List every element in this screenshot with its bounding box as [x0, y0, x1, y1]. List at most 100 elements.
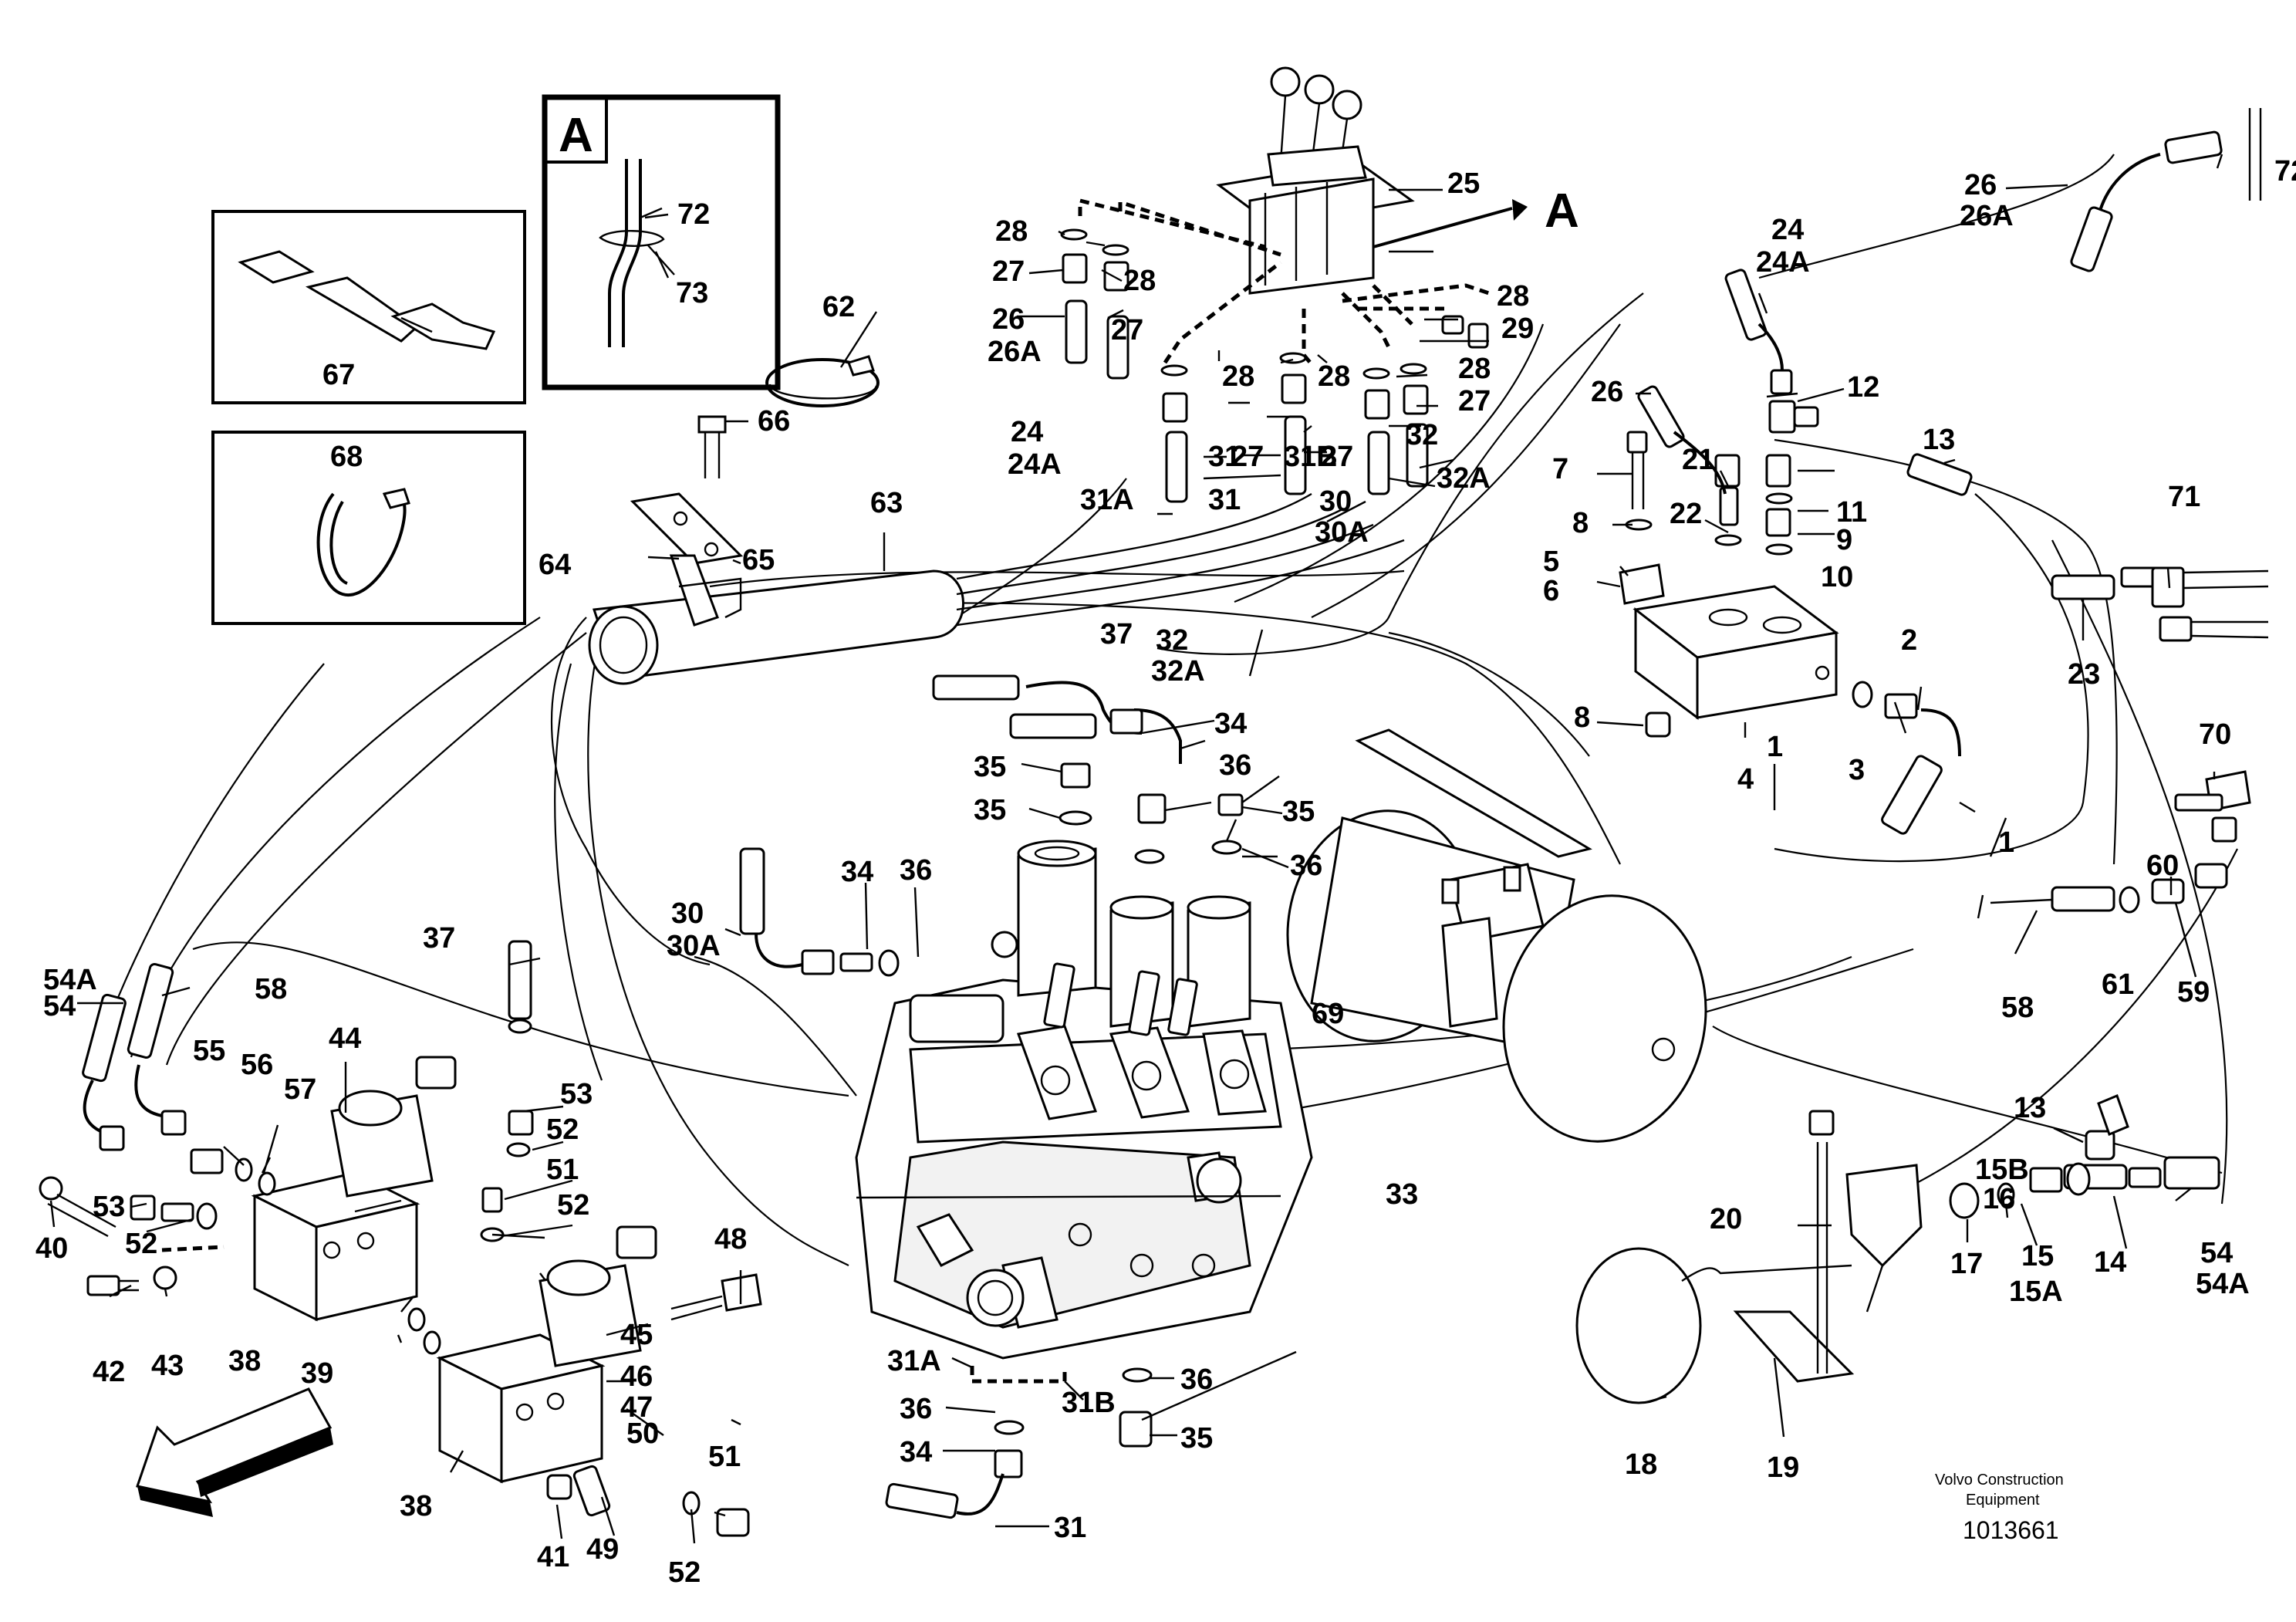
- callout-32: 32: [1156, 624, 1188, 657]
- callout-12: 12: [1847, 371, 1879, 404]
- callout-31b: 31B: [1062, 1387, 1116, 1419]
- callout-16: 16: [1983, 1183, 2015, 1215]
- pedal-valve-69: [1286, 728, 1707, 1143]
- callout-68: 68: [330, 441, 363, 473]
- callout-34: 34: [900, 1436, 932, 1468]
- callout-21: 21: [1682, 444, 1714, 476]
- callout-29: 29: [1501, 313, 1534, 345]
- drawing-number: 1013661: [1963, 1516, 2059, 1544]
- callout-63: 63: [870, 487, 903, 519]
- callout-31a: 31A: [1080, 484, 1134, 516]
- callout-60: 60: [2146, 850, 2179, 882]
- publisher-line-1: Volvo Construction: [1935, 1472, 2064, 1489]
- callout-27: 27: [1231, 441, 1264, 473]
- callout-26a: 26A: [1960, 200, 2014, 232]
- callout-51: 51: [708, 1441, 741, 1473]
- callout-23: 23: [2068, 658, 2100, 691]
- callout-36: 36: [1219, 749, 1251, 782]
- callout-28: 28: [1497, 280, 1529, 313]
- callout-19: 19: [1767, 1451, 1799, 1484]
- callout-72: 72: [677, 198, 710, 231]
- callout-70: 70: [2199, 718, 2231, 751]
- callout-25: 25: [1447, 167, 1480, 200]
- callout-49: 49: [586, 1533, 619, 1566]
- callout-30: 30: [671, 897, 704, 930]
- callout-54: 54: [2200, 1237, 2233, 1269]
- callout-1: 1: [1767, 731, 1783, 763]
- callout-31: 31: [1208, 441, 1241, 473]
- callout-4: 4: [1737, 763, 1754, 796]
- callout-72: 72: [2274, 155, 2296, 188]
- callout-7: 7: [1552, 453, 1568, 485]
- clamp-62: [765, 355, 880, 407]
- callout-5: 5: [1543, 546, 1559, 578]
- callout-8: 8: [1574, 701, 1590, 734]
- callout-51: 51: [546, 1154, 579, 1186]
- callout-53: 53: [560, 1078, 593, 1110]
- main-control-valve-33: [855, 840, 1313, 1360]
- callout-31b: 31B: [1284, 441, 1338, 473]
- detail-a-inset: [542, 94, 781, 390]
- callout-30a: 30A: [667, 930, 721, 962]
- callout-11: 11: [1836, 496, 1867, 529]
- callout-48: 48: [714, 1223, 747, 1255]
- callout-38: 38: [400, 1490, 432, 1522]
- callout-50: 50: [626, 1418, 659, 1450]
- callout-65: 65: [742, 544, 775, 576]
- callout-52: 52: [546, 1113, 579, 1146]
- callout-40: 40: [35, 1232, 68, 1265]
- callout-55: 55: [193, 1035, 225, 1067]
- callout-73: 73: [676, 277, 708, 309]
- fittings-right-top: [1637, 108, 2262, 556]
- callout-10: 10: [1821, 561, 1853, 593]
- callout-17: 17: [1950, 1248, 1983, 1280]
- callout-2: 2: [1901, 624, 1917, 657]
- callout-54a: 54A: [2196, 1268, 2250, 1300]
- callout-58: 58: [255, 973, 287, 1005]
- callout-9: 9: [1836, 524, 1852, 556]
- callout-18: 18: [1625, 1448, 1657, 1481]
- callout-37: 37: [423, 922, 455, 955]
- callout-37: 37: [1100, 618, 1133, 650]
- inset-67: [211, 210, 526, 404]
- callout-22: 22: [1670, 498, 1702, 530]
- solenoid-valve-left-upper: [251, 1056, 457, 1322]
- bracket-64-65: [630, 415, 744, 627]
- callout-52: 52: [125, 1228, 157, 1260]
- callout-36: 36: [900, 1393, 932, 1425]
- callout-69: 69: [1312, 998, 1344, 1030]
- publisher-line-2: Equipment: [1966, 1492, 2040, 1509]
- callout-28: 28: [1222, 360, 1254, 393]
- callout-30a: 30A: [1315, 516, 1369, 549]
- callout-27: 27: [1111, 314, 1143, 346]
- callout-45: 45: [620, 1319, 653, 1351]
- callout-58: 58: [2001, 992, 2034, 1024]
- callout-26a: 26A: [988, 336, 1042, 368]
- callout-44: 44: [329, 1022, 361, 1055]
- callout-53: 53: [93, 1191, 125, 1223]
- fittings-right-mid: [1990, 566, 2269, 914]
- callout-24a: 24A: [1008, 448, 1062, 481]
- callout-24: 24: [1771, 214, 1804, 246]
- callout-15b: 15B: [1975, 1154, 2029, 1186]
- solenoid-valve-left-lower: [436, 1225, 657, 1484]
- callout-42: 42: [93, 1356, 125, 1388]
- callout-24: 24: [1011, 416, 1043, 448]
- callout-20: 20: [1710, 1203, 1742, 1235]
- callout-28: 28: [995, 215, 1028, 248]
- callout-15: 15: [2021, 1240, 2054, 1272]
- callout-57: 57: [284, 1073, 316, 1106]
- callout-32a: 32A: [1151, 655, 1205, 688]
- fittings-left: [39, 963, 762, 1537]
- callout-26: 26: [1591, 376, 1623, 408]
- callout-24a: 24A: [1756, 246, 1810, 279]
- callout-30: 30: [1319, 485, 1352, 518]
- detail-a-letter: A: [1545, 184, 1579, 238]
- callout-34: 34: [841, 856, 873, 888]
- callout-56: 56: [241, 1049, 273, 1081]
- callout-3: 3: [1849, 754, 1865, 786]
- callout-6: 6: [1543, 575, 1559, 607]
- callout-41: 41: [537, 1541, 569, 1573]
- callout-14: 14: [2094, 1246, 2126, 1279]
